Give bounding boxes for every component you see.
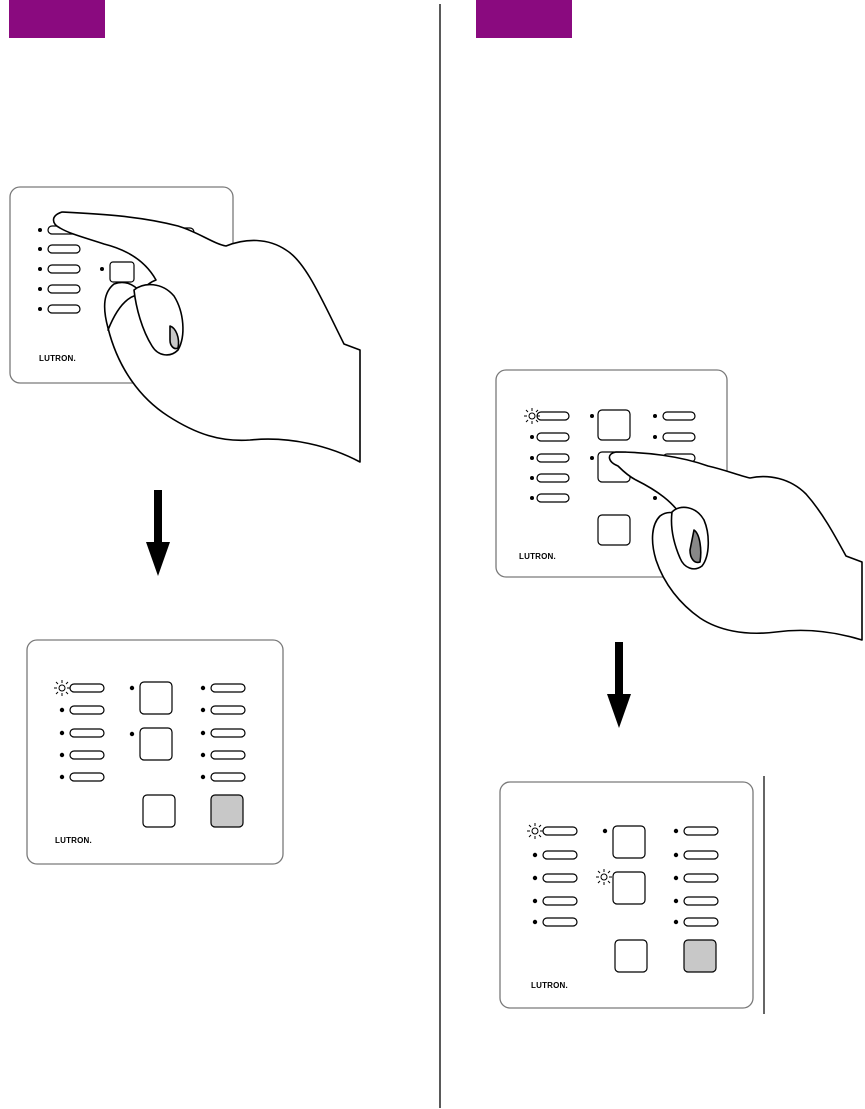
square-button-lit bbox=[684, 940, 716, 972]
keypad-right-before: LUTRON. bbox=[496, 370, 862, 640]
lutron-logo: LUTRON. bbox=[39, 354, 76, 363]
keypad-left-after: LUTRON. bbox=[27, 640, 283, 864]
lutron-logo: LUTRON. bbox=[531, 981, 568, 990]
starburst-led-icon bbox=[524, 408, 540, 424]
lutron-logo: LUTRON. bbox=[519, 552, 556, 561]
down-arrow-icon bbox=[146, 490, 170, 576]
square-button-lit bbox=[211, 795, 243, 827]
starburst-led-icon bbox=[527, 823, 543, 839]
starburst-led-icon bbox=[54, 680, 70, 696]
keypad-left-before: LUTRON. bbox=[10, 187, 360, 462]
starburst-led-icon bbox=[596, 869, 612, 885]
lutron-logo: LUTRON. bbox=[55, 836, 92, 845]
keypad-right-after: LUTRON. bbox=[500, 776, 764, 1014]
down-arrow-icon bbox=[607, 642, 631, 728]
